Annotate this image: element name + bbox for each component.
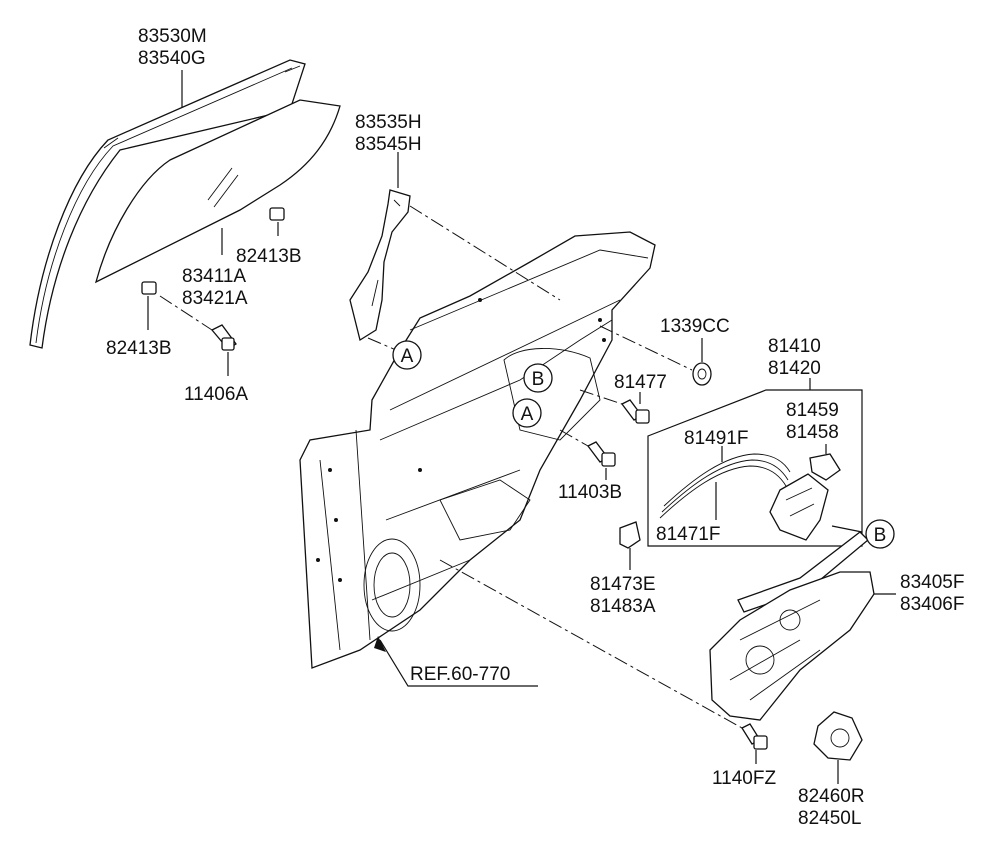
door-inner-panel xyxy=(299,231,656,669)
body-plug xyxy=(692,362,712,386)
label-83411A: 83411A xyxy=(182,266,246,287)
label-83545H: 83545H xyxy=(355,134,422,155)
label-83535H: 83535H xyxy=(355,112,422,133)
label-11403B: 11403B xyxy=(558,482,622,503)
label-81420: 81420 xyxy=(768,358,821,379)
label-83540G: 83540G xyxy=(138,48,206,69)
label-11406A: 11406A xyxy=(184,384,248,405)
latch-screw xyxy=(621,399,650,424)
label-1339CC: 1339CC xyxy=(660,316,730,337)
label-81471F: 81471F xyxy=(656,524,720,545)
label-81410: 81410 xyxy=(768,336,821,357)
label-81459: 81459 xyxy=(786,400,839,421)
guide-rail xyxy=(349,189,411,342)
latch-assembly-box xyxy=(647,389,863,547)
label-83421A: 83421A xyxy=(182,288,248,309)
part-labels: 83530M 83540G 83535H 83545H 82413B 83411… xyxy=(106,26,964,829)
glass-bolt xyxy=(210,324,237,351)
leader-lines xyxy=(147,70,896,784)
marker-b-lower: B xyxy=(865,519,895,549)
striker-parts xyxy=(619,521,641,549)
label-81483A: 81483A xyxy=(590,596,656,617)
label-82450L: 82450L xyxy=(798,808,861,829)
reference-label: REF.60-770 xyxy=(410,664,510,685)
label-82413B-lower: 82413B xyxy=(106,338,172,359)
regulator-bolt xyxy=(741,723,768,750)
glass-clip-upper xyxy=(269,207,285,221)
door-glass xyxy=(94,99,341,284)
window-regulator xyxy=(709,531,875,721)
label-83530M: 83530M xyxy=(138,26,207,47)
marker-a-upper: A xyxy=(392,340,422,370)
marker-b-upper: B xyxy=(523,363,553,393)
marker-b-upper-label: B xyxy=(532,369,545,390)
marker-a-upper-label: A xyxy=(401,346,414,367)
label-81477: 81477 xyxy=(614,372,667,393)
label-83405F: 83405F xyxy=(900,572,964,593)
marker-a-lower-label: A xyxy=(521,404,534,425)
regulator-motor xyxy=(813,711,863,761)
label-81473E: 81473E xyxy=(590,574,656,595)
label-83406F: 83406F xyxy=(900,594,964,615)
marker-a-lower: A xyxy=(512,398,542,428)
label-1140FZ: 1140FZ xyxy=(712,768,776,789)
glass-run-channel xyxy=(29,59,306,349)
marker-b-lower-label: B xyxy=(874,525,887,546)
glass-clip-lower xyxy=(141,281,157,295)
alignment-lines xyxy=(159,205,743,729)
reference-callout: REF.60-770 xyxy=(374,636,538,687)
panel-bolt xyxy=(587,441,616,467)
label-81491F: 81491F xyxy=(684,428,748,449)
label-82413B-upper: 82413B xyxy=(236,246,302,267)
label-82460R: 82460R xyxy=(798,786,865,807)
label-81458: 81458 xyxy=(786,422,839,443)
